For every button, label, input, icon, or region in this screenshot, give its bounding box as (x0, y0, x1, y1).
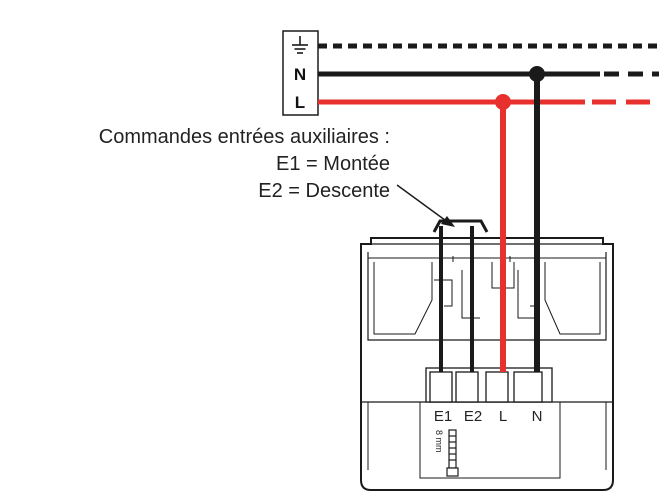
neutral-junction (529, 66, 545, 82)
caption-title: Commandes entrées auxiliaires : (99, 126, 390, 148)
module-terminal-block (425, 367, 553, 403)
terminal-e2-label: E2 (464, 408, 482, 425)
live-label: L (295, 93, 305, 112)
strip-length-label: 8 mm (434, 430, 444, 453)
earth-ground-icon (292, 36, 308, 54)
caption-e1: E1 = Montée (276, 153, 390, 175)
module-body (360, 237, 614, 491)
strip-length-gauge-icon (446, 429, 459, 477)
caption-e2: E2 = Descente (258, 180, 390, 202)
aux-bracket (432, 219, 489, 233)
terminal-e1-label: E1 (434, 408, 452, 425)
terminal-l-label: L (499, 408, 507, 425)
pointer-line (396, 184, 450, 224)
neutral-label: N (294, 65, 306, 84)
terminal-n-label: N (532, 408, 543, 425)
live-junction (495, 94, 511, 110)
